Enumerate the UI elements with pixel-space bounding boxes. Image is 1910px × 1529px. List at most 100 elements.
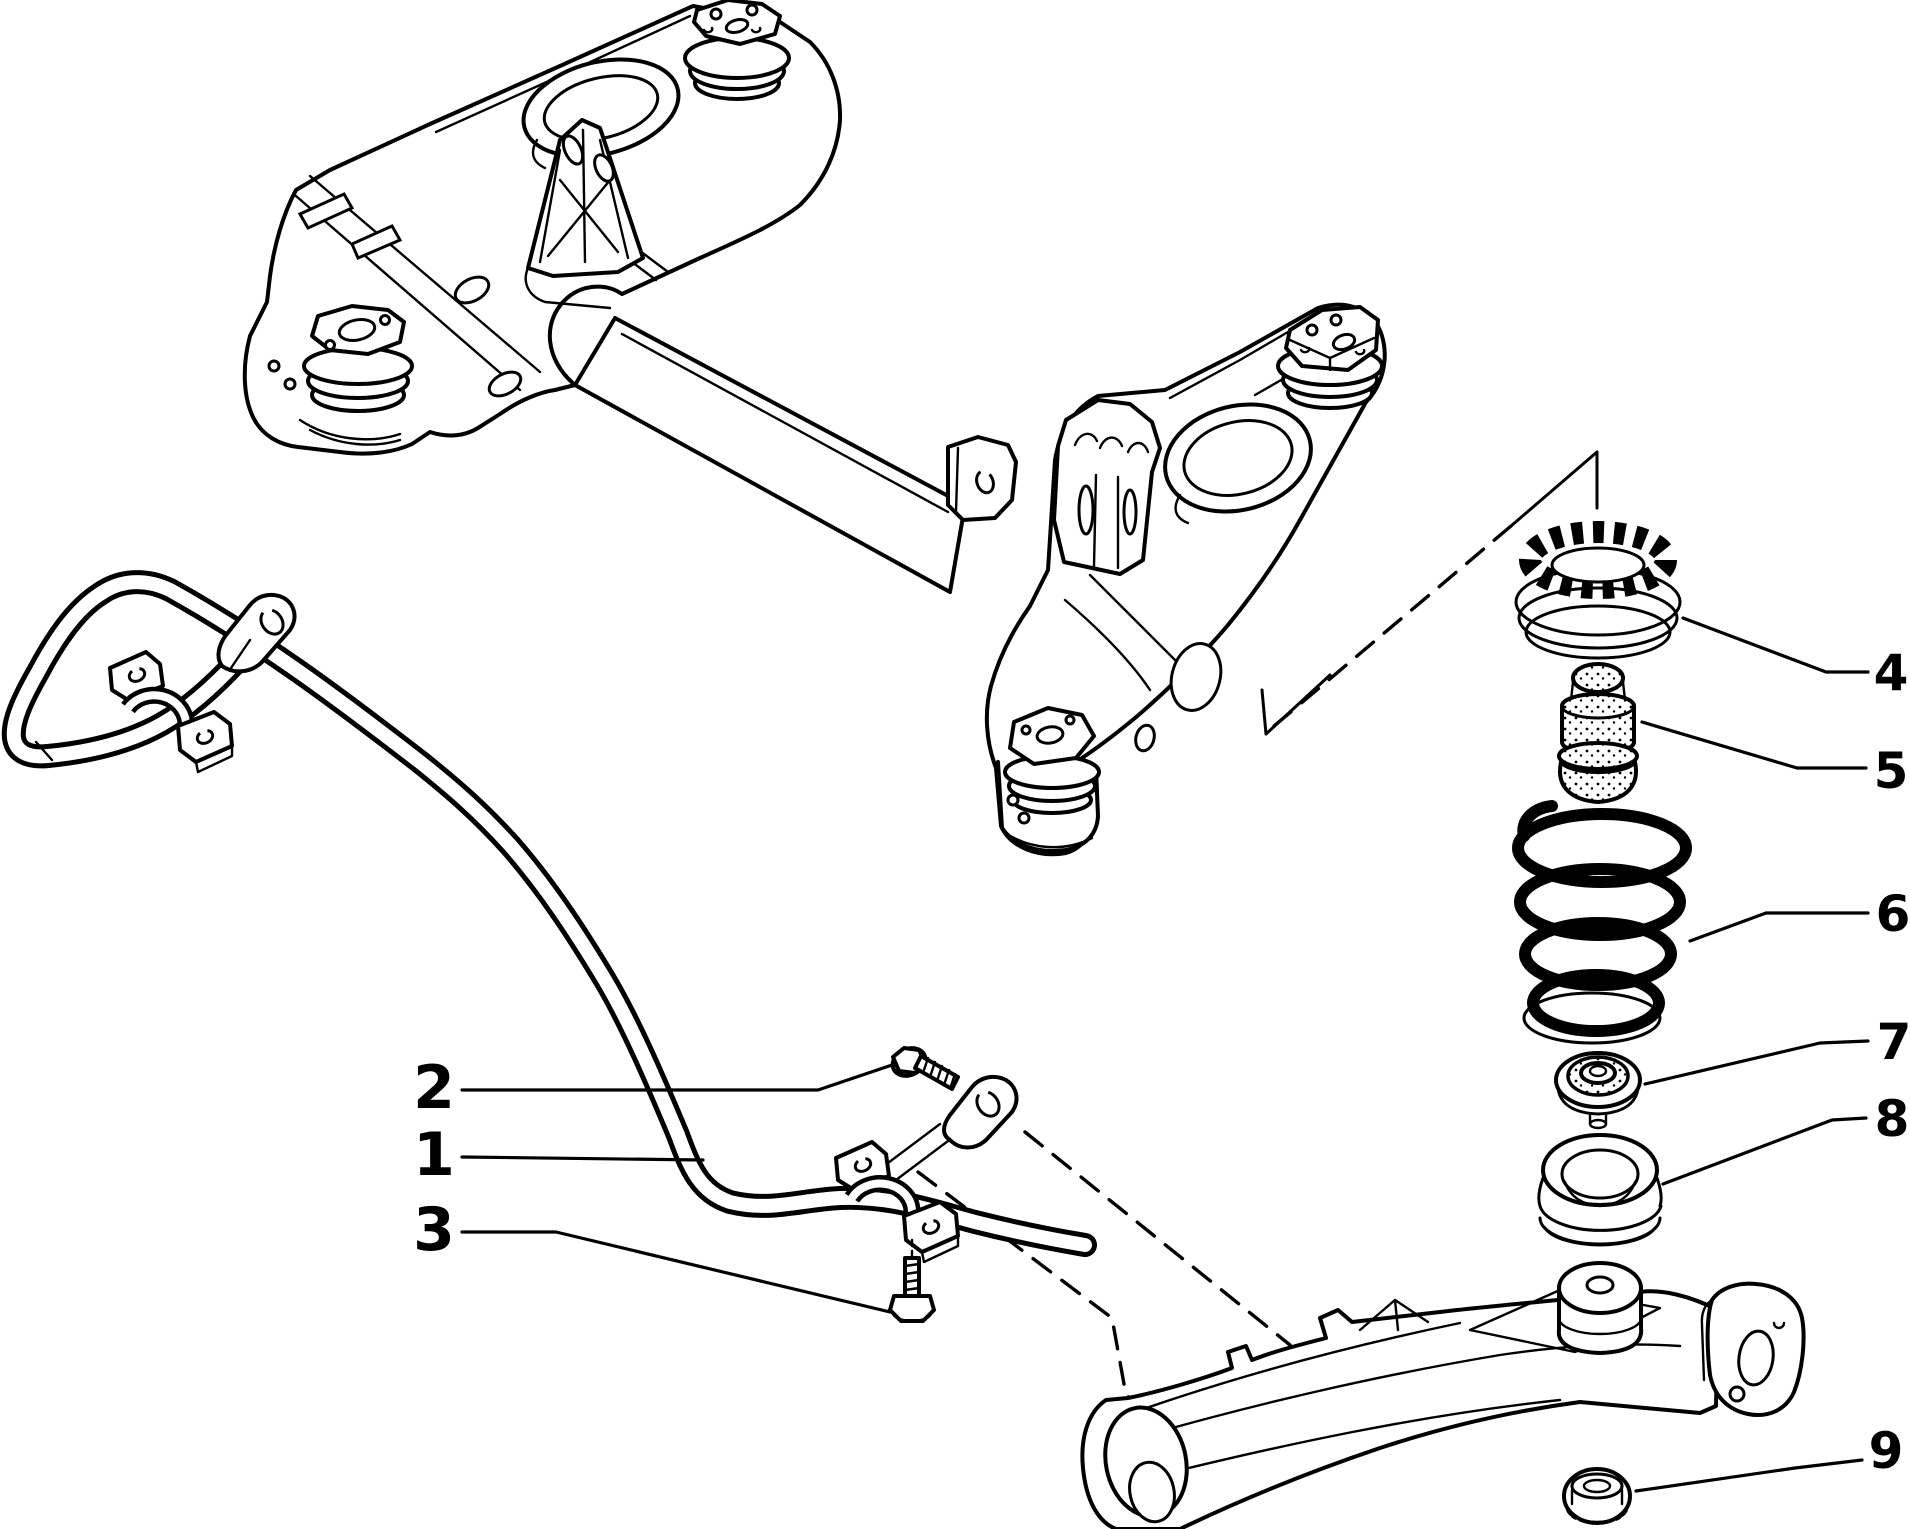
bracket-right-oval-hole [1169,642,1223,712]
leader-line [1634,1458,1864,1493]
axis-pointer-top [1509,450,1599,528]
foot-plate-hole [324,339,336,351]
leader-line [1661,1116,1868,1186]
screw-head [888,1294,936,1323]
pin-top-hole [1585,1275,1615,1295]
spring-coil-3 [1519,917,1677,991]
clamp-left-upper-hole [127,667,147,683]
bracket-left-fin [526,118,645,278]
cup-center [1588,1064,1608,1078]
bracket-left-top-mount [683,0,791,101]
bolt-threads [922,1056,957,1088]
bracket-left-panel-fold-a [294,194,522,392]
bushing-sides [1537,1176,1663,1208]
bump-stop-knob [1571,662,1625,694]
lock-nut [1562,1467,1632,1525]
callout-number: 7 [1877,1013,1910,1071]
flange-small-hole [1728,1385,1746,1403]
callout-number: 5 [1874,742,1909,800]
spring-coil-2 [1514,863,1686,941]
trailing-arm-boss-plate [1468,1288,1662,1354]
axis-dash-left-a [1023,1130,1292,1347]
nut-facets [1570,1488,1624,1506]
spring-top-tail [1517,800,1558,842]
callout-9: 9 [1634,1422,1904,1493]
clamp-left-thickness [194,744,234,774]
bracket-right-ring-inner [1182,419,1294,497]
clamp-right-saddle-core [848,1179,917,1213]
nut-flange [1565,1506,1629,1524]
leader-line [460,1062,897,1092]
bar-tip-mark [34,740,54,762]
nut-body [1562,1467,1632,1525]
mount-plate-oval [1331,332,1357,352]
mount-plate-marks [1299,346,1366,356]
callout-8: 8 [1661,1090,1909,1186]
arm-spring-pin [1556,1261,1644,1355]
lower-lip [1002,830,1094,849]
bushing-top-rim [1541,1133,1659,1207]
spring-lower-cup [1554,1051,1642,1130]
nut-top-face [1570,1472,1624,1500]
trailing-arm-top-inner [1133,1321,1462,1414]
seat-teeth-crown [1519,521,1677,599]
callout-6: 6 [1688,885,1910,943]
mount-plate-step [1288,336,1376,372]
leader-line [1688,911,1870,943]
bracket-left-fin-base [524,266,612,310]
axis-dash-upper [1265,524,1513,734]
clamp-bolt [890,1046,960,1091]
clamp-left-lower-hole [195,729,215,745]
flange-tiny-hole [1772,1321,1786,1330]
bracket-right-top-mount [1276,305,1384,410]
bump-stop-groove [1557,741,1639,771]
callout-number: 6 [1876,885,1910,943]
cup-stem-foot [1588,1118,1608,1130]
foot-plate-hole [379,314,391,326]
bracket-left-ring-outer [521,57,681,159]
callout-number: 1 [413,1120,455,1190]
bushing-bore-bottom [1563,1180,1637,1208]
bushing-bore [1560,1148,1640,1200]
bracket-left-ring-nub [531,138,547,170]
bracket-right-fin-slot-b [1122,488,1138,536]
leader-line [460,1230,892,1314]
lower-flange-hole [1006,793,1020,807]
lower-flange-hole [1017,811,1031,825]
clamp-left-saddle-core [124,691,190,723]
bracket-right-fin-legs [1092,473,1120,570]
trailing-arm [1080,1261,1806,1529]
foot-lip [298,418,402,446]
pin-collar [1557,1316,1643,1336]
bracket-right-ring-nub [1174,493,1190,525]
mount-plate-oval [724,18,750,34]
bar-clamp-left [108,650,234,774]
bracket-right-fin-tower [1052,398,1162,576]
crossmember-shade-line [620,332,950,514]
leader-line [1640,720,1868,770]
bump-stop-bulb [1558,757,1638,805]
crossmember-end-tab-hole [975,469,995,495]
crossmember-end-tab-line [954,446,960,514]
flange-thickness [1700,1298,1714,1382]
bracket-left-fin-ribs [538,128,630,264]
leader-line [460,1155,705,1162]
spring-seat-ring [1514,521,1682,660]
spring-seat-bushing [1537,1133,1663,1247]
bracket-right-ring-outer [1163,402,1313,514]
cup-inner [1579,1061,1617,1085]
callout-3: 3 [413,1195,892,1314]
bar-main-run-core [93,575,1092,1252]
crossmember-tube [573,316,967,594]
clamp-screw [888,1238,936,1323]
flange-oval-hole [1737,1329,1775,1387]
mount-plate-hole [745,3,759,17]
callout-number: 9 [1869,1422,1904,1480]
subframe-bracket-left [242,0,843,456]
bracket-left-foot-mount [267,304,414,446]
bracket-right-fin-slot-a [1077,484,1095,536]
lower-plate-hole [1020,724,1032,736]
bar-clamp-right [834,1074,1019,1264]
